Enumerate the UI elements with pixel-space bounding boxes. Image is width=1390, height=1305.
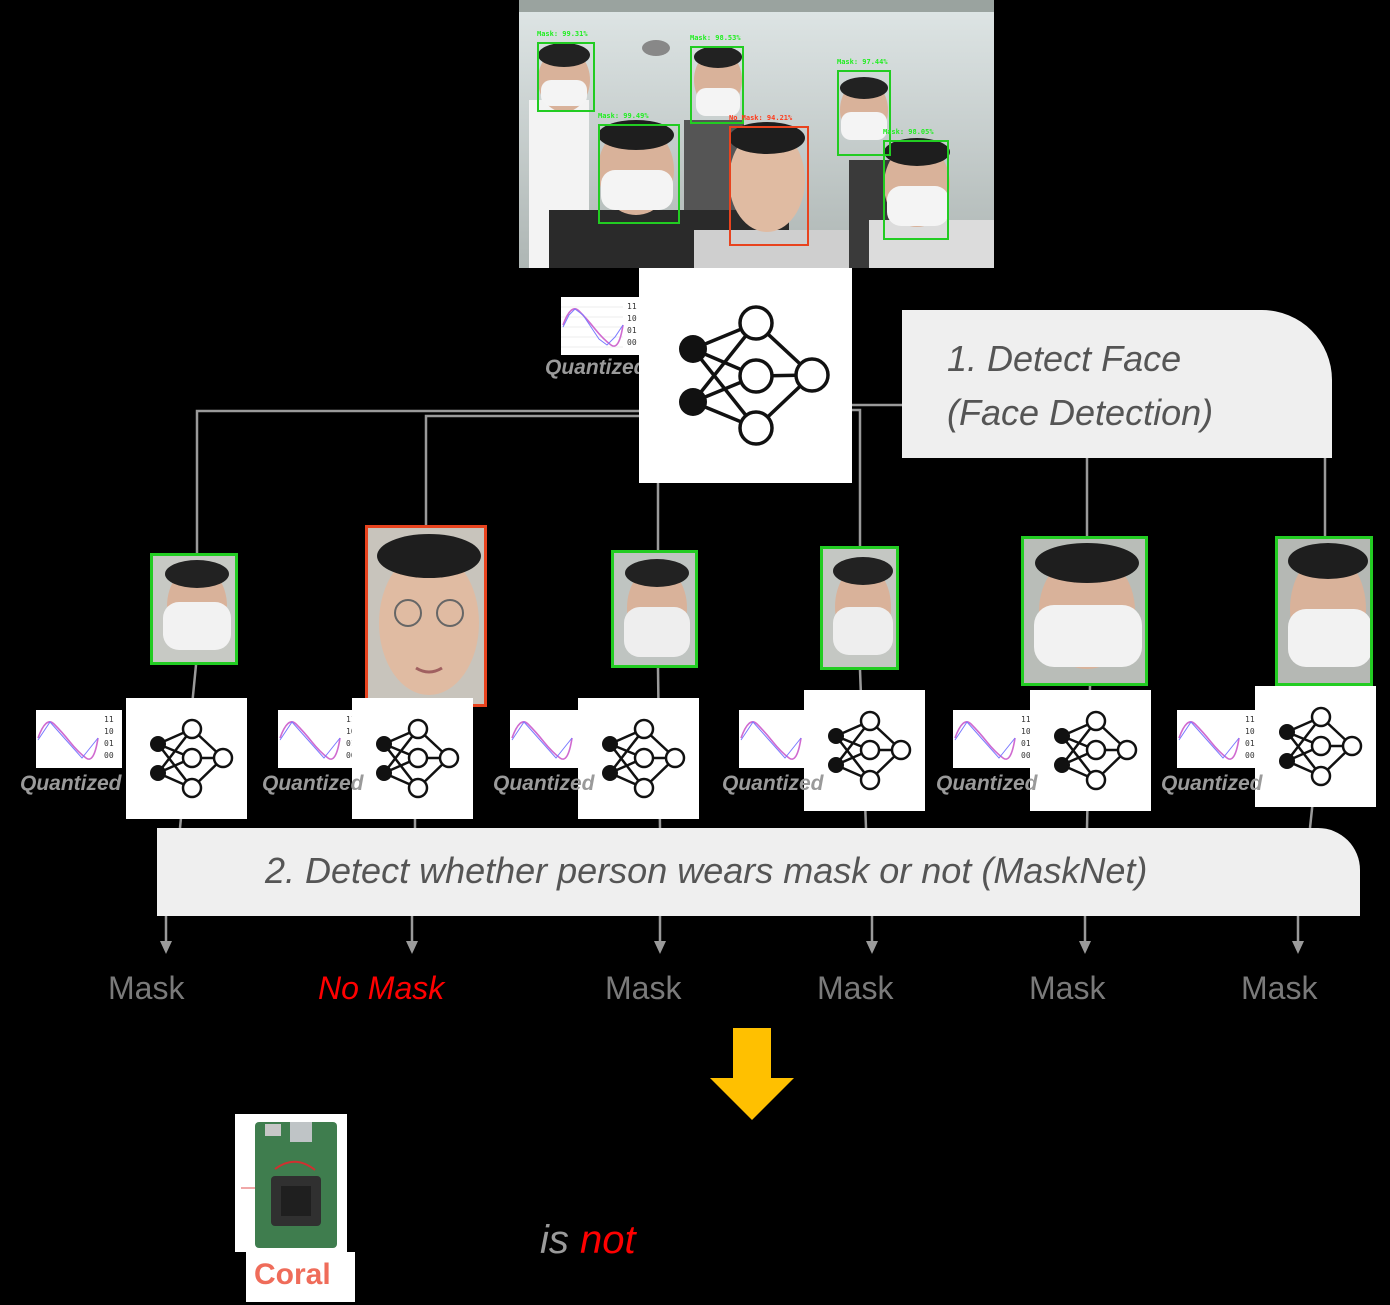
detection-label: Mask: 98.53% [690, 34, 741, 42]
detection-box [837, 70, 891, 156]
quantized-label: Quantized [545, 356, 647, 379]
result-label: Mask [108, 970, 185, 1006]
svg-text:11: 11 [1021, 715, 1031, 724]
svg-text:01: 01 [104, 739, 114, 748]
face-crop-6 [1275, 536, 1373, 686]
coral-board-image [235, 1114, 347, 1252]
result-label: Mask [605, 970, 682, 1006]
svg-text:00: 00 [104, 751, 114, 760]
masknet-network-icon [578, 698, 699, 819]
svg-text:10: 10 [104, 727, 114, 736]
svg-text:00: 00 [346, 751, 356, 760]
face-crop-1 [150, 553, 238, 665]
quantization-wave-icon: 11 10 01 00 [278, 710, 364, 768]
step2-text: 2. Detect whether person wears mask or n… [265, 850, 1148, 891]
svg-text:11: 11 [104, 715, 114, 724]
quantized-label: Quantized [493, 772, 595, 795]
masknet-network-icon [352, 698, 473, 819]
wave-digit: 00 [627, 338, 637, 347]
result-label: Mask [817, 970, 894, 1006]
step1-callout: 1. Detect Face (Face Detection) [902, 310, 1332, 458]
detection-label: No Mask: 94.21% [729, 114, 793, 122]
down-arrow-icon [710, 1028, 794, 1120]
masknet-network-icon [1030, 690, 1151, 811]
detection-box [537, 42, 595, 112]
face-crop-3 [611, 550, 698, 668]
result-label: Mask [1029, 970, 1106, 1006]
detection-label: Mask: 99.49% [598, 112, 649, 120]
svg-text:00: 00 [1245, 751, 1255, 760]
face-crop-2-no-mask [365, 525, 487, 707]
masknet-network-icon [126, 698, 247, 819]
is-word: is [540, 1218, 569, 1262]
svg-text:10: 10 [1245, 727, 1255, 736]
wave-digit: 01 [627, 326, 637, 335]
masknet-network-icon [1255, 686, 1376, 807]
detection-box-no-mask [729, 126, 809, 246]
wave-digit: 10 [627, 314, 637, 323]
result-label: Mask [1241, 970, 1318, 1006]
svg-text:11: 11 [346, 715, 356, 724]
face-crop-4 [820, 546, 899, 670]
quantization-wave-icon: 11 10 01 00 [1177, 710, 1263, 768]
masknet-network-icon [804, 690, 925, 811]
face-crop-5 [1021, 536, 1148, 686]
quantized-label: Quantized [20, 772, 122, 795]
wave-digit: 11 [627, 302, 637, 311]
step2-callout: 2. Detect whether person wears mask or n… [157, 828, 1360, 916]
camera-scene [519, 0, 994, 268]
detection-box [598, 124, 680, 224]
not-word: not [580, 1218, 636, 1262]
quantized-label: Quantized [262, 772, 364, 795]
step1-title: 1. Detect Face [947, 338, 1182, 379]
quantization-wave-icon: 11 10 01 00 [953, 710, 1039, 768]
quantized-label: Quantized [1161, 772, 1263, 795]
step1-subtitle: (Face Detection) [947, 392, 1214, 433]
svg-text:10: 10 [1021, 727, 1031, 736]
face-detection-network-icon [639, 268, 852, 483]
quantization-wave-icon: 11 10 01 00 [36, 710, 122, 768]
camera-frame: Mask: 99.31% Mask: 98.53% Mask: 97.44% M… [519, 0, 994, 268]
detection-label: Mask: 97.44% [837, 58, 888, 66]
detection-box [690, 46, 744, 124]
coral-logo: Coral [246, 1252, 355, 1302]
detection-label: Mask: 99.31% [537, 30, 588, 38]
svg-text:10: 10 [346, 727, 356, 736]
svg-text:01: 01 [1245, 739, 1255, 748]
svg-text:01: 01 [1021, 739, 1031, 748]
svg-text:11: 11 [1245, 715, 1255, 724]
result-label-no-mask: No Mask [318, 970, 445, 1006]
coral-logo-text: Coral [254, 1258, 331, 1291]
quantized-label: Quantized [722, 772, 824, 795]
svg-text:01: 01 [346, 739, 356, 748]
quantization-wave-icon: 11 10 01 00 [561, 297, 643, 355]
detection-label: Mask: 98.05% [883, 128, 934, 136]
svg-text:00: 00 [1021, 751, 1031, 760]
detection-box [883, 140, 949, 240]
is-not-text: is not [540, 1218, 636, 1263]
quantized-label: Quantized [936, 772, 1038, 795]
